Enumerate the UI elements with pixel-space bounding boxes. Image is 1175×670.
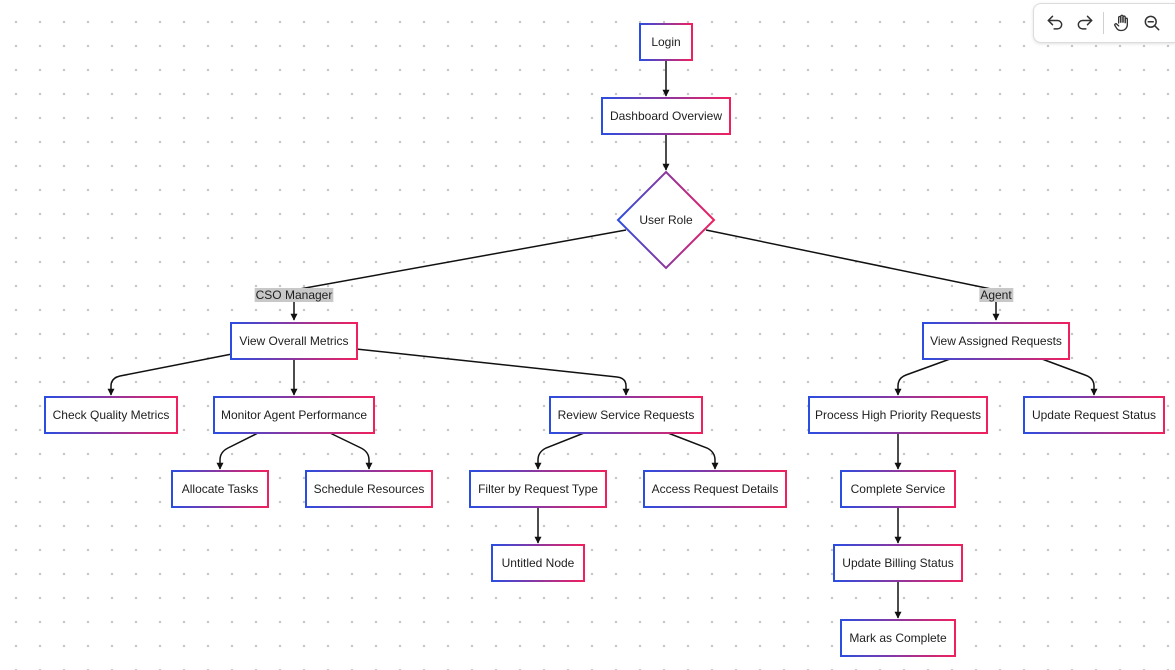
node-complete[interactable]: Complete Service <box>840 470 956 508</box>
redo-icon <box>1077 15 1093 30</box>
redo-button[interactable] <box>1070 8 1100 38</box>
process-box <box>230 322 358 360</box>
process-box <box>44 396 178 434</box>
node-assigned[interactable]: View Assigned Requests <box>922 322 1070 360</box>
edge-label-text: CSO Manager <box>256 288 333 302</box>
node-schedule[interactable]: Schedule Resources <box>305 470 433 508</box>
node-dashboard[interactable]: Dashboard Overview <box>601 97 731 135</box>
node-label: Review Service Requests <box>558 408 695 422</box>
process-box <box>840 619 956 657</box>
edge-role-to-assigned[interactable] <box>705 229 1000 321</box>
node-login[interactable]: Login <box>639 23 693 61</box>
process-box <box>1023 396 1165 434</box>
toolbar-divider <box>1103 12 1104 34</box>
edge-label-layer: CSO Manager Agent <box>254 288 1014 302</box>
node-update-status[interactable]: Update Request Status <box>1023 396 1165 434</box>
node-mark[interactable]: Mark as Complete <box>840 619 956 657</box>
edge-monitor-to-allocate[interactable] <box>216 432 259 470</box>
node-label: User Role <box>639 213 693 227</box>
node-label: View Assigned Requests <box>930 334 1062 348</box>
node-overall[interactable]: View Overall Metrics <box>230 322 358 360</box>
zoom-out-button[interactable] <box>1137 8 1167 38</box>
hand-pan-icon <box>1114 14 1128 32</box>
pan-button[interactable] <box>1107 8 1137 38</box>
edge-review-to-filter[interactable] <box>534 432 585 470</box>
edge-assigned-to-update_status[interactable] <box>1041 358 1098 396</box>
node-label: Update Billing Status <box>842 556 953 570</box>
node-label: Login <box>651 35 680 49</box>
node-role[interactable]: User Role <box>616 170 716 270</box>
process-box <box>840 470 956 508</box>
node-label: Dashboard Overview <box>610 109 722 123</box>
undo-icon <box>1047 15 1063 30</box>
process-box <box>643 470 787 508</box>
node-label: Check Quality Metrics <box>53 408 170 422</box>
node-review[interactable]: Review Service Requests <box>549 396 703 434</box>
edge-label-text: Agent <box>980 288 1012 302</box>
edge-assigned-to-priority[interactable] <box>894 358 951 396</box>
node-monitor[interactable]: Monitor Agent Performance <box>213 396 375 434</box>
node-label: Update Request Status <box>1032 408 1156 422</box>
process-box <box>639 23 693 61</box>
process-box <box>491 544 585 582</box>
edge-review-to-access[interactable] <box>667 432 719 470</box>
process-box <box>469 470 607 508</box>
process-box <box>305 470 433 508</box>
edge-label-role-to-assigned: Agent <box>979 288 1014 302</box>
node-label: Untitled Node <box>502 556 575 570</box>
process-box <box>601 97 731 135</box>
edge-label-background <box>254 288 334 302</box>
zoom-out-icon <box>1144 15 1160 31</box>
process-box <box>833 544 963 582</box>
node-label: Monitor Agent Performance <box>221 408 367 422</box>
process-box <box>808 396 988 434</box>
edge-layer <box>107 60 1098 619</box>
node-filter[interactable]: Filter by Request Type <box>469 470 607 508</box>
node-allocate[interactable]: Allocate Tasks <box>171 470 269 508</box>
node-label: Access Request Details <box>652 482 779 496</box>
decision-diamond <box>616 170 716 270</box>
node-untitled[interactable]: Untitled Node <box>491 544 585 582</box>
process-box <box>549 396 703 434</box>
canvas-toolbar <box>1033 3 1175 43</box>
node-label: View Overall Metrics <box>239 334 348 348</box>
node-label: Mark as Complete <box>849 631 947 645</box>
node-billing[interactable]: Update Billing Status <box>833 544 963 582</box>
process-box <box>922 322 1070 360</box>
node-access[interactable]: Access Request Details <box>643 470 787 508</box>
node-label: Process High Priority Requests <box>815 408 981 422</box>
node-priority[interactable]: Process High Priority Requests <box>808 396 988 434</box>
edge-overall-to-quality[interactable] <box>107 353 233 396</box>
edge-monitor-to-schedule[interactable] <box>329 432 373 470</box>
node-quality[interactable]: Check Quality Metrics <box>44 396 178 434</box>
node-label: Allocate Tasks <box>182 482 258 496</box>
edge-overall-to-review[interactable] <box>355 348 630 396</box>
node-label: Schedule Resources <box>314 482 425 496</box>
edge-role-to-overall[interactable] <box>290 229 627 321</box>
edge-label-role-to-overall: CSO Manager <box>254 288 334 302</box>
node-label: Complete Service <box>851 482 946 496</box>
undo-button[interactable] <box>1040 8 1070 38</box>
edge-label-background <box>979 288 1014 302</box>
node-label: Filter by Request Type <box>478 482 598 496</box>
process-box <box>213 396 375 434</box>
process-box <box>171 470 269 508</box>
